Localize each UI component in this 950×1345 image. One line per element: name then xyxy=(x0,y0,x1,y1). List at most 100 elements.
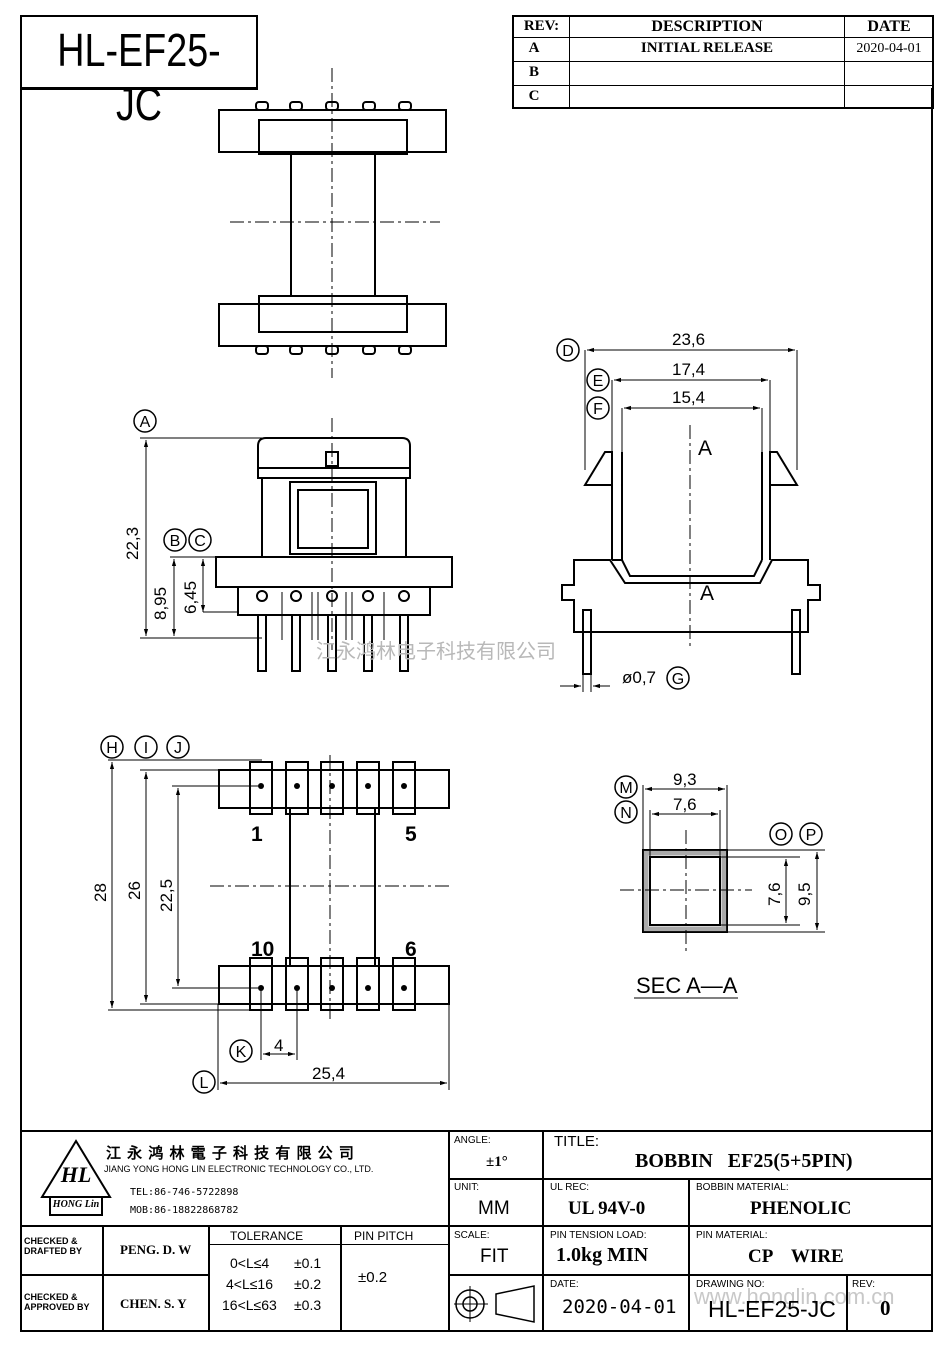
drawing-no-label: DRAWING NO: xyxy=(696,1279,765,1290)
callout-a: A xyxy=(140,414,151,431)
pin-label-5: 5 xyxy=(405,823,417,846)
rev-row-a-date: 2020-04-01 xyxy=(856,41,922,56)
callout-d: D xyxy=(562,343,574,360)
callout-o: O xyxy=(775,827,787,844)
title-value: BOBBIN EF25(5+5PIN) xyxy=(635,1150,853,1172)
callout-h: H xyxy=(106,740,118,757)
rev-value: 0 xyxy=(880,1296,891,1320)
rev-header: REV: xyxy=(523,18,560,34)
dim-17-4: 17,4 xyxy=(672,360,705,379)
ul-value: UL 94V-0 xyxy=(568,1198,646,1219)
drawing-no-value: HL-EF25-JC xyxy=(708,1296,836,1322)
dim-28: 28 xyxy=(91,883,110,902)
angle-value: ±1° xyxy=(486,1154,508,1170)
part-number: HL-EF25-JC xyxy=(57,24,221,130)
projection-symbol-icon xyxy=(454,1285,535,1323)
pin-tension-value: 1.0kg MIN xyxy=(556,1244,649,1266)
title-label: TITLE: xyxy=(554,1133,600,1150)
title-block: HL HONG Lin 江 永 鸿 林 電 子 科 技 有 限 公 司 JIAN… xyxy=(20,1130,933,1332)
top-view xyxy=(218,68,447,378)
scale-value: FIT xyxy=(480,1246,509,1267)
checked-approved-value: CHEN. S. Y xyxy=(120,1296,187,1311)
pin-material-label: PIN MATERIAL: xyxy=(696,1230,768,1241)
date-label: DATE: xyxy=(550,1279,579,1290)
revision-table: REV: DESCRIPTION DATE A INITIAL RELEASE … xyxy=(512,15,934,109)
material-value: PHENOLIC xyxy=(750,1198,852,1219)
dim-15-4: 15,4 xyxy=(672,388,705,407)
unit-label: UNIT: xyxy=(454,1182,479,1193)
dim-22-3: 22,3 xyxy=(123,527,142,560)
dim-9-3: 9,3 xyxy=(673,770,697,789)
material-label: BOBBIN MATERIAL: xyxy=(696,1182,789,1193)
date-value: 2020-04-01 xyxy=(562,1296,677,1318)
callout-k: K xyxy=(236,1044,247,1061)
part-number-box: HL-EF25-JC xyxy=(20,15,258,130)
tolerance-value-1: ±0.1 xyxy=(294,1255,322,1271)
section-mark-lower: A xyxy=(700,582,714,605)
dim-7-6-h: 7,6 xyxy=(673,795,697,814)
rev-row-a-description: INITIAL RELEASE xyxy=(640,40,774,56)
company-tel: TEL:86-746-5722898 xyxy=(130,1187,239,1198)
dim-25-4: 25,4 xyxy=(312,1064,345,1083)
dim-7-6-v: 7,6 xyxy=(765,882,784,906)
callout-j: J xyxy=(174,740,182,757)
scale-label: SCALE: xyxy=(454,1230,490,1241)
callout-p: P xyxy=(806,827,817,844)
tolerance-range-1: 0<L≤4 xyxy=(230,1255,270,1271)
pin-material-value: CP WIRE xyxy=(748,1246,844,1267)
pin-label-6: 6 xyxy=(405,938,417,961)
dim-23-6: 23,6 xyxy=(672,330,705,349)
section-a-a xyxy=(620,785,825,999)
ul-label: UL REC: xyxy=(550,1182,590,1193)
callout-i: I xyxy=(144,740,148,757)
callout-m: M xyxy=(619,780,632,797)
section-mark-upper: A xyxy=(698,437,712,460)
company-watermark: 江永鸿林电子科技有限公司 xyxy=(316,640,556,663)
company-mob: MOB:86-18822868782 xyxy=(130,1205,239,1216)
date-header: DATE xyxy=(867,18,911,35)
callout-b: B xyxy=(170,533,181,550)
tolerance-range-3: 16<L≤63 xyxy=(222,1297,277,1313)
pin-tension-label: PIN TENSION LOAD: xyxy=(550,1230,647,1241)
logo-caption: HONG Lin xyxy=(52,1199,100,1210)
company-logo xyxy=(40,1139,112,1216)
drawing-frame xyxy=(20,88,933,1332)
callout-e: E xyxy=(593,373,604,390)
rev-label: REV: xyxy=(852,1279,875,1290)
checked-drafted-value: PENG. D. W xyxy=(120,1242,192,1257)
front-view xyxy=(215,418,453,672)
unit-value: MM xyxy=(478,1198,510,1219)
company-name-cn: 江 永 鸿 林 電 子 科 技 有 限 公 司 xyxy=(106,1145,355,1162)
tolerance-value-2: ±0.2 xyxy=(294,1276,322,1292)
callout-f: F xyxy=(593,401,603,418)
pin-pitch-value: ±0.2 xyxy=(358,1269,388,1286)
dim-26: 26 xyxy=(125,881,144,900)
dim-9-5: 9,5 xyxy=(795,882,814,906)
pin-label-10: 10 xyxy=(251,938,274,961)
pin-label-1: 1 xyxy=(251,823,263,846)
pin-pitch-label: PIN PITCH xyxy=(354,1229,414,1243)
tolerance-range-2: 4<L≤16 xyxy=(226,1276,274,1292)
bottom-view xyxy=(210,755,450,1020)
dim-22-5: 22,5 xyxy=(157,879,176,912)
tolerance-label: TOLERANCE xyxy=(230,1229,304,1243)
drawing-no-watermark: www.honglin.com.cn xyxy=(694,1284,895,1309)
dim-phi-0-7: ø0,7 xyxy=(622,668,656,687)
rev-row-a: A xyxy=(528,40,540,56)
tolerance-value-3: ±0.3 xyxy=(294,1297,322,1313)
dim-8-95: 8,95 xyxy=(151,587,170,620)
callout-c: C xyxy=(194,533,206,550)
company-name-en: JIANG YONG HONG LIN ELECTRONIC TECHNOLOG… xyxy=(104,1164,374,1174)
checked-approved-label: CHECKED & APPROVED BY xyxy=(24,1292,90,1312)
checked-drafted-label: CHECKED & DRAFTED BY xyxy=(24,1236,82,1256)
section-title: SEC A—A xyxy=(636,973,738,998)
callout-l: L xyxy=(200,1075,209,1092)
rev-row-b: B xyxy=(528,64,539,80)
callout-g: G xyxy=(672,671,684,688)
callout-bubbles xyxy=(100,338,823,1094)
side-view xyxy=(561,350,821,675)
dim-6-45: 6,45 xyxy=(181,581,200,614)
dim-4: 4 xyxy=(274,1036,283,1055)
rev-row-c: C xyxy=(528,88,540,104)
technical-drawing: 22,3 8,95 6,45 23,6 17,4 15,4 A A ø0,7 xyxy=(91,68,825,1094)
